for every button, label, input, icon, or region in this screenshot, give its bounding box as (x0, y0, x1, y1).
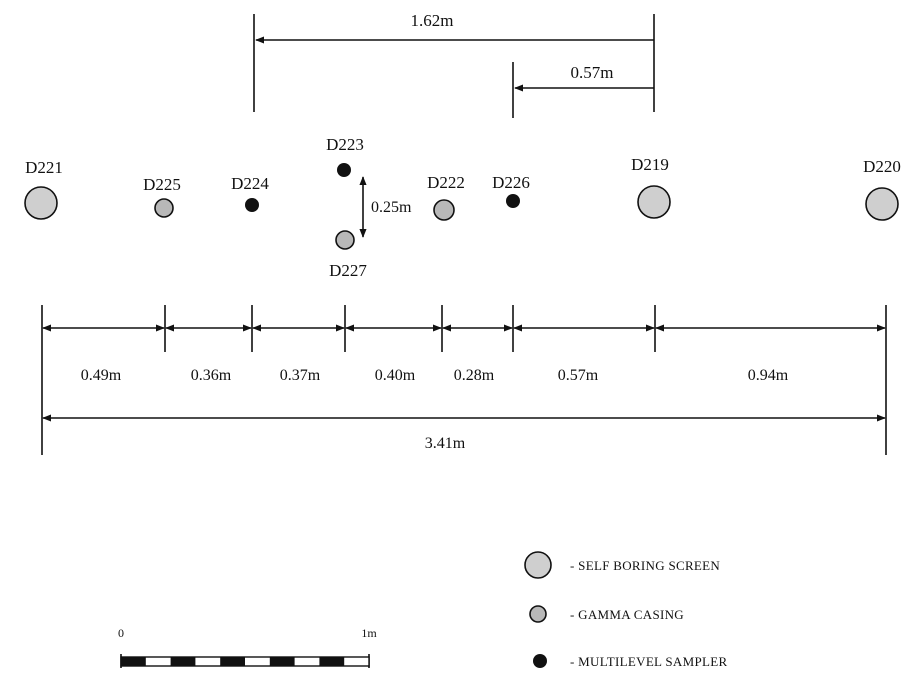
segment-label-6: 0.57m (558, 367, 599, 384)
legend: - SELF BORING SCREEN - GAMMA CASING - MU… (524, 551, 727, 669)
well-label-d223: D223 (326, 135, 364, 154)
top-dimensions: 1.62m 0.57m (253, 11, 655, 118)
scale-start-label: 0 (118, 626, 124, 640)
scale-bar-segments (121, 657, 345, 666)
legend-label-multilevel-sampler: - MULTILEVEL SAMPLER (570, 654, 727, 669)
wells: D221 D225 D224 D223 D227 D222 D226 D219 (24, 135, 901, 280)
well-d222: D222 (427, 173, 465, 221)
well-label-d227: D227 (329, 261, 367, 280)
dimension-label-1-62m: 1.62m (411, 11, 454, 30)
segment-label-2: 0.36m (191, 367, 232, 384)
legend-label-gamma-casing: - GAMMA CASING (570, 607, 684, 622)
segment-label-5: 0.28m (454, 367, 495, 384)
legend-item-self-boring-screen: - SELF BORING SCREEN (524, 551, 720, 579)
well-d220: D220 (863, 157, 901, 221)
multilevel-sampler-symbol (245, 198, 259, 212)
legend-label-self-boring-screen: - SELF BORING SCREEN (570, 558, 720, 573)
self-boring-screen-legend-symbol (524, 551, 552, 579)
scale-bar: 0 1m (118, 626, 377, 668)
dimension-label-0-25m: 0.25m (371, 199, 412, 216)
self-boring-screen-symbol (865, 187, 899, 221)
well-label-d220: D220 (863, 157, 901, 176)
well-label-d219: D219 (631, 155, 669, 174)
well-d219: D219 (631, 155, 671, 219)
vertical-dimension: 0.25m (359, 176, 412, 238)
scale-bar-division (170, 657, 196, 666)
well-label-d222: D222 (427, 173, 465, 192)
scale-end-label: 1m (361, 626, 377, 640)
scale-bar-division (220, 657, 245, 666)
well-d227: D227 (329, 230, 367, 280)
well-label-d225: D225 (143, 175, 181, 194)
well-d221: D221 (24, 158, 63, 220)
multilevel-sampler-legend-symbol (533, 654, 547, 668)
segment-label-7: 0.94m (748, 367, 789, 384)
segment-label-3: 0.37m (280, 367, 321, 384)
scale-bar-division (269, 657, 295, 666)
gamma-casing-symbol (154, 198, 174, 218)
well-d224: D224 (231, 174, 269, 212)
well-d225: D225 (143, 175, 181, 218)
scale-bar-division (319, 657, 345, 666)
well-label-d221: D221 (25, 158, 63, 177)
gamma-casing-symbol (433, 199, 455, 221)
well-label-d226: D226 (492, 173, 530, 192)
segment-label-4: 0.40m (375, 367, 416, 384)
legend-item-gamma-casing: - GAMMA CASING (529, 605, 684, 623)
gamma-casing-legend-symbol (529, 605, 547, 623)
self-boring-screen-symbol (637, 185, 671, 219)
multilevel-sampler-symbol (506, 194, 520, 208)
multilevel-sampler-symbol (337, 163, 351, 177)
legend-item-multilevel-sampler: - MULTILEVEL SAMPLER (533, 654, 727, 669)
well-d226: D226 (492, 173, 530, 208)
well-d223: D223 (326, 135, 364, 177)
dimension-label-0-57m-top: 0.57m (571, 63, 614, 82)
self-boring-screen-symbol (24, 186, 58, 220)
segment-label-1: 0.49m (81, 367, 122, 384)
total-dimension-label: 3.41m (425, 435, 466, 452)
well-label-d224: D224 (231, 174, 269, 193)
segment-dimensions: 0.49m 0.36m 0.37m 0.40m 0.28m 0.57m 0.94… (41, 305, 887, 455)
scale-bar-division (121, 657, 146, 666)
gamma-casing-symbol (335, 230, 355, 250)
